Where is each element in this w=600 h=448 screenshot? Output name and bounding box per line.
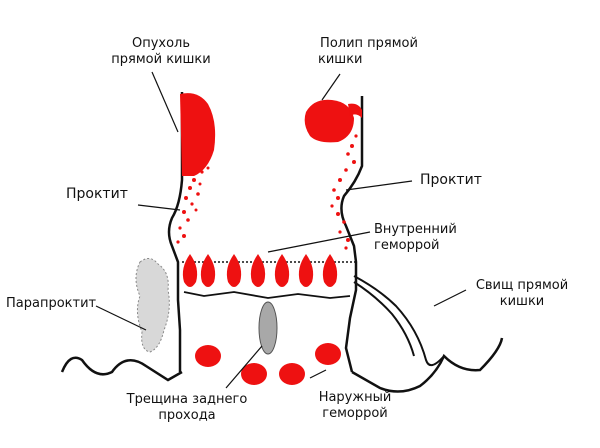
internal-hemorrhoids (182, 254, 338, 287)
label-internal-hemorrhoid: Внутренний геморрой (374, 222, 457, 254)
internal-hemorrhoid (274, 254, 290, 287)
polyp-stalk (348, 103, 362, 118)
rectal-wall-right (340, 96, 364, 373)
rectal-wall-left (167, 92, 184, 372)
internal-hemorrhoid (322, 254, 338, 287)
label-proctitis-right-text: Проктит (420, 172, 482, 188)
leader-external-hem (309, 369, 327, 379)
proctitis-speckles-right (330, 134, 358, 250)
fistula-tract-inner (353, 281, 415, 357)
anal-line-top (183, 291, 351, 299)
fistula-tract (353, 275, 445, 367)
leader-fissure (225, 345, 263, 389)
internal-hemorrhoid (250, 254, 266, 287)
leader-tumor (151, 71, 179, 133)
internal-hemorrhoid (226, 254, 242, 287)
tumor-mass (180, 93, 216, 176)
label-polyp-line1: Полип прямой (320, 36, 418, 51)
label-fissure: Трещина заднего прохода (112, 392, 262, 424)
leader-lines (95, 71, 467, 389)
external-hemorrhoid (195, 345, 221, 367)
label-internal-hem-line1: Внутренний (374, 222, 457, 237)
label-polyp: Полип прямой кишки (304, 36, 434, 68)
label-proctitis-left-text: Проктит (66, 186, 128, 202)
perineum-left (60, 356, 183, 382)
label-fistula-line2: кишки (499, 294, 545, 309)
leader-fistula (433, 289, 467, 307)
proctitis-speckles-left (176, 166, 210, 244)
external-hemorrhoid (279, 363, 305, 385)
anal-fissure (258, 301, 278, 355)
internal-hemorrhoid (182, 254, 198, 287)
label-external-hemorrhoid: Наружный геморрой (300, 390, 410, 422)
perineum-right (351, 337, 504, 393)
external-hemorrhoid (315, 343, 341, 365)
label-fistula: Свищ прямой кишки (462, 278, 582, 310)
leader-polyp (321, 73, 341, 101)
label-proctitis-right: Проктит (420, 172, 482, 188)
label-proctitis-left: Проктит (66, 186, 128, 202)
internal-hemorrhoid (298, 254, 314, 287)
label-external-hem-line1: Наружный (318, 390, 392, 405)
label-tumor-line1: Опухоль (131, 36, 191, 51)
label-paraproctitis-text: Парапроктит (6, 296, 97, 311)
leader-proctitis-left (137, 204, 181, 211)
internal-hemorrhoid (200, 254, 216, 287)
label-fistula-line1: Свищ прямой (475, 278, 569, 293)
label-polyp-line2: кишки (318, 52, 363, 67)
leader-internal-hem (267, 231, 371, 253)
external-hemorrhoid (241, 363, 267, 385)
external-hemorrhoids (195, 343, 341, 385)
polyp-head (304, 99, 354, 143)
leader-paraproctitis (95, 305, 147, 331)
label-fissure-line1: Трещина заднего (126, 392, 248, 407)
paraproctitis-abscess (135, 258, 170, 353)
label-tumor: Опухоль прямой кишки (96, 36, 226, 68)
label-paraproctitis: Парапроктит (6, 296, 96, 312)
label-internal-hem-line2: геморрой (374, 238, 440, 253)
label-external-hem-line2: геморрой (322, 406, 388, 421)
leader-proctitis-right (345, 180, 413, 191)
label-tumor-line2: прямой кишки (111, 52, 211, 67)
label-fissure-line2: прохода (158, 408, 216, 423)
